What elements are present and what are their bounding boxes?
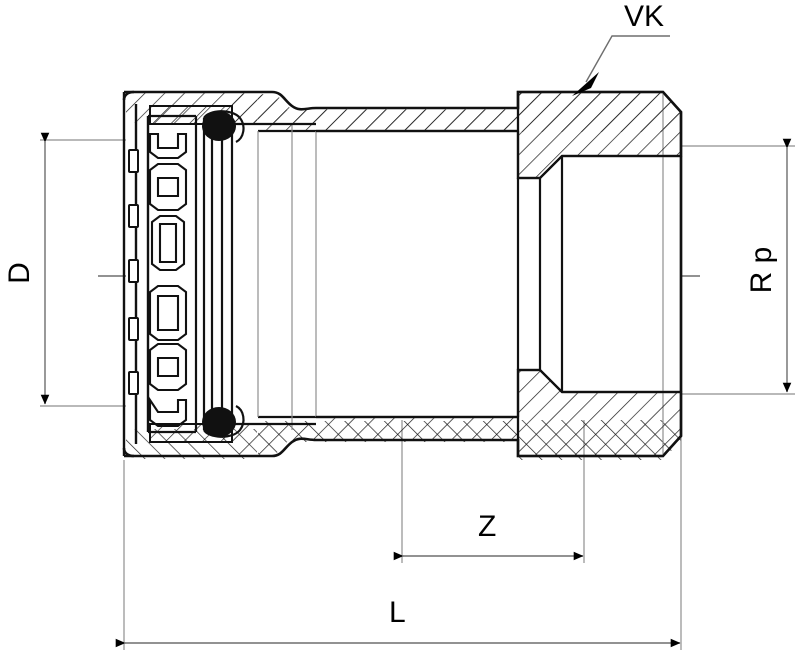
label-d: D xyxy=(3,262,36,284)
socket-wall-hatch xyxy=(232,94,316,454)
label-rp: R p xyxy=(745,246,778,294)
label-vk: VK xyxy=(624,0,665,33)
pipe-wall-hatch xyxy=(316,108,518,440)
o-ring-seal xyxy=(202,111,236,437)
vk-leader xyxy=(585,35,670,83)
boss-wall-hatch xyxy=(516,90,683,458)
dimension-arrows xyxy=(40,132,792,648)
label-z: Z xyxy=(478,510,497,543)
grip-ring xyxy=(148,132,188,428)
bore-mask xyxy=(126,132,682,420)
vk-arrowhead xyxy=(572,72,599,96)
press-socket-detail xyxy=(122,90,245,458)
label-l: L xyxy=(389,596,406,629)
